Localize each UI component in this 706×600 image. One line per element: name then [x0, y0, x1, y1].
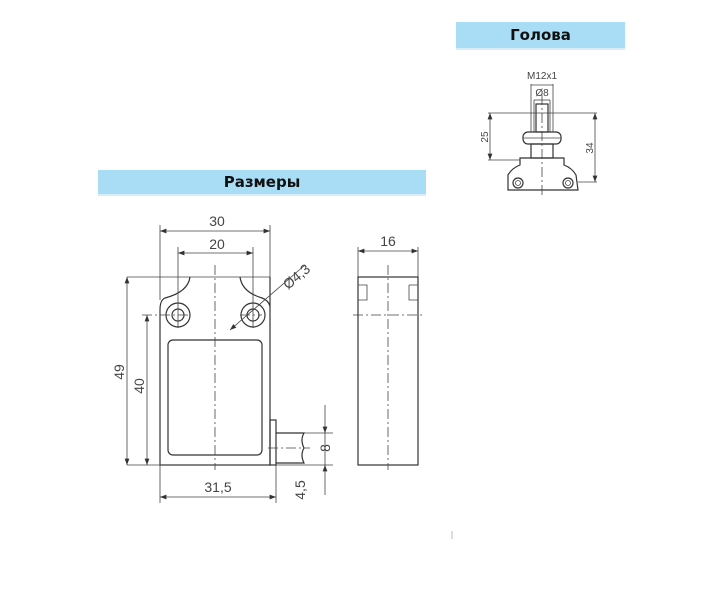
dim-30: 30 [209, 213, 225, 229]
dim-16: 16 [380, 233, 396, 249]
dim-4-5: 4,5 [292, 480, 308, 500]
head-view: M12x1 Ø8 25 34 [480, 71, 598, 195]
front-view: 30 20 Ø4,3 49 40 8 4,5 31,5 [111, 213, 333, 503]
side-view: 16 [353, 233, 423, 470]
dim-hole-diameter: Ø4,3 [280, 260, 314, 292]
dim-49: 49 [111, 364, 127, 380]
dim-thread: M12x1 [527, 71, 557, 82]
dim-40: 40 [131, 378, 147, 394]
dim-diameter: Ø8 [535, 88, 549, 99]
dim-34: 34 [585, 142, 596, 154]
dim-31-5: 31,5 [204, 479, 231, 495]
dim-25: 25 [480, 131, 491, 143]
head-header: Голова [456, 22, 625, 50]
dimensions-header: Размеры [98, 170, 426, 196]
dim-8: 8 [317, 444, 333, 452]
dim-20: 20 [209, 236, 225, 252]
